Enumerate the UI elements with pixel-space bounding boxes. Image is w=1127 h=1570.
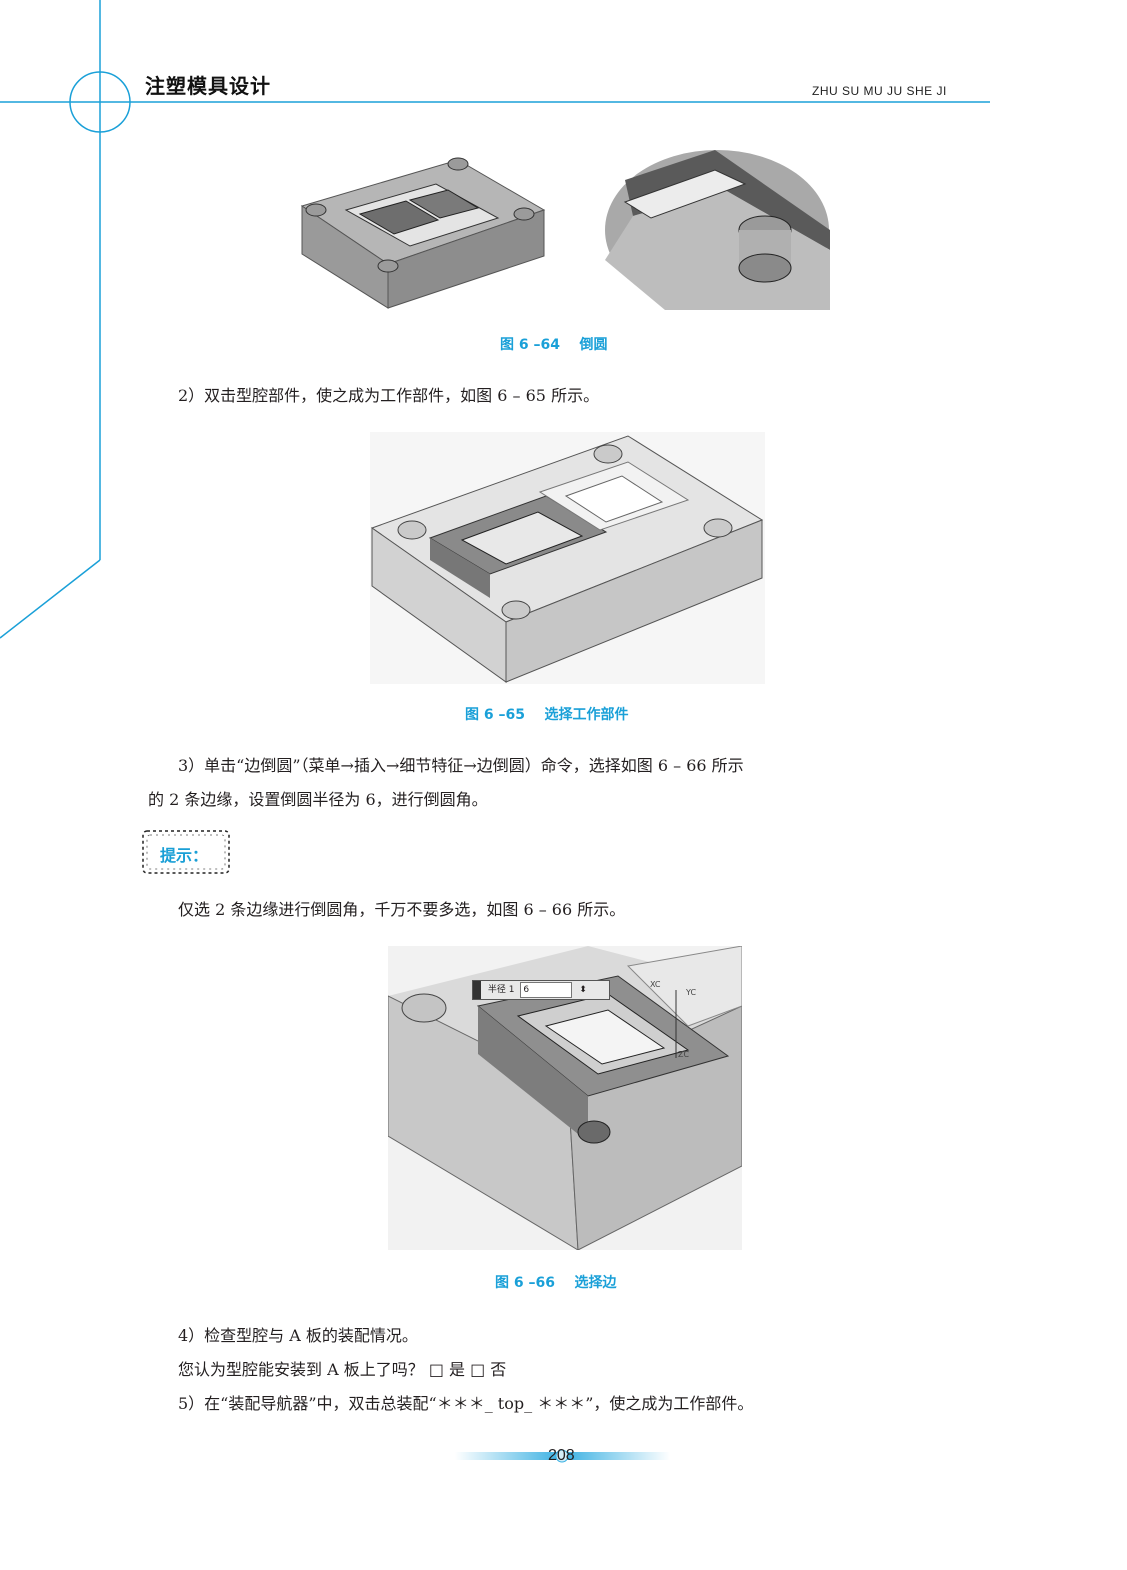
header-circle-icon xyxy=(69,71,131,133)
tip-ornament-icon xyxy=(142,830,230,874)
xc-axis-label: XC xyxy=(650,980,661,989)
figure-64-caption: 图 6 –64 倒圆 xyxy=(500,337,608,353)
running-header-title: 注塑模具设计 xyxy=(145,74,271,98)
step-3-text-line-1: 3）单击“边倒圆”（菜单→插入→细节特征→边倒圆）命令，选择如图 6 – 66 … xyxy=(178,756,744,775)
page-number: 208 xyxy=(548,1447,575,1464)
yc-axis-label: YC xyxy=(686,988,697,997)
tip-label: 提示： xyxy=(160,846,209,865)
figure-64-right-image xyxy=(605,150,830,310)
running-header-pinyin: ZHU SU MU JU SHE JI xyxy=(812,84,947,98)
step-2-text: 2）双击型腔部件，使之成为工作部件，如图 6 – 65 所示。 xyxy=(178,386,600,405)
step-5-text: 5）在“装配导航器”中，双击总装配“＊＊＊_ top_ ＊＊＊”，使之成为工作部… xyxy=(178,1394,754,1413)
figure-64-left-image xyxy=(298,148,548,313)
radius-input-dialog: 半径 1 6 ⬍ xyxy=(472,980,610,1000)
figure-66-image: 半径 1 6 ⬍ XC YC ZC xyxy=(388,946,742,1250)
radius-input[interactable]: 6 xyxy=(520,981,573,998)
figure-65-image xyxy=(370,432,765,684)
drag-handle-icon[interactable] xyxy=(473,981,481,999)
figure-66-caption: 图 6 –66 选择边 xyxy=(495,1275,617,1291)
question-text: 您认为型腔能安装到 A 板上了吗？ □ 是 □ 否 xyxy=(178,1360,507,1379)
step-3-text-line-2: 的 2 条边缘，设置倒圆半径为 6，进行倒圆角。 xyxy=(148,790,488,809)
spinner-arrow-icon[interactable]: ⬍ xyxy=(579,985,587,995)
page-number-ornament-icon xyxy=(455,1449,670,1463)
radius-label: 半径 1 xyxy=(487,985,515,995)
zc-axis-label: ZC xyxy=(678,1050,690,1059)
tip-text: 仅选 2 条边缘进行倒圆角，千万不要多选，如图 6 – 66 所示。 xyxy=(178,900,626,919)
figure-65-caption: 图 6 –65 选择工作部件 xyxy=(465,707,629,723)
step-4-text: 4）检查型腔与 A 板的装配情况。 xyxy=(178,1326,418,1345)
